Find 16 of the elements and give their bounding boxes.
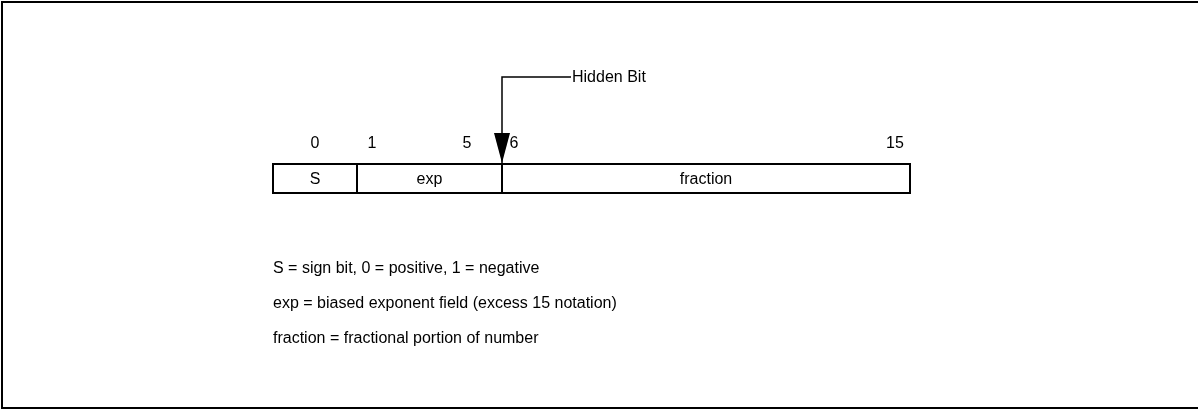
bit-number: 0 [310, 134, 320, 152]
leader-line [494, 76, 572, 164]
note-text: fraction = fractional portion of number [273, 329, 539, 347]
exponent-field [356, 163, 503, 194]
callout-label: Hidden Bit [572, 68, 646, 86]
bit-number: 1 [367, 134, 377, 152]
field-label: S [309, 169, 321, 188]
field-label: exp [416, 169, 443, 188]
note-text: S = sign bit, 0 = positive, 1 = negative [273, 259, 540, 277]
field-label: fraction [679, 169, 733, 188]
fraction-field [501, 163, 911, 194]
bit-number: 5 [462, 134, 472, 152]
bit-number: 15 [886, 134, 904, 152]
sign-field [272, 163, 358, 194]
note-text: exp = biased exponent field (excess 15 notation) [273, 294, 617, 312]
bit-number: 6 [509, 134, 519, 152]
